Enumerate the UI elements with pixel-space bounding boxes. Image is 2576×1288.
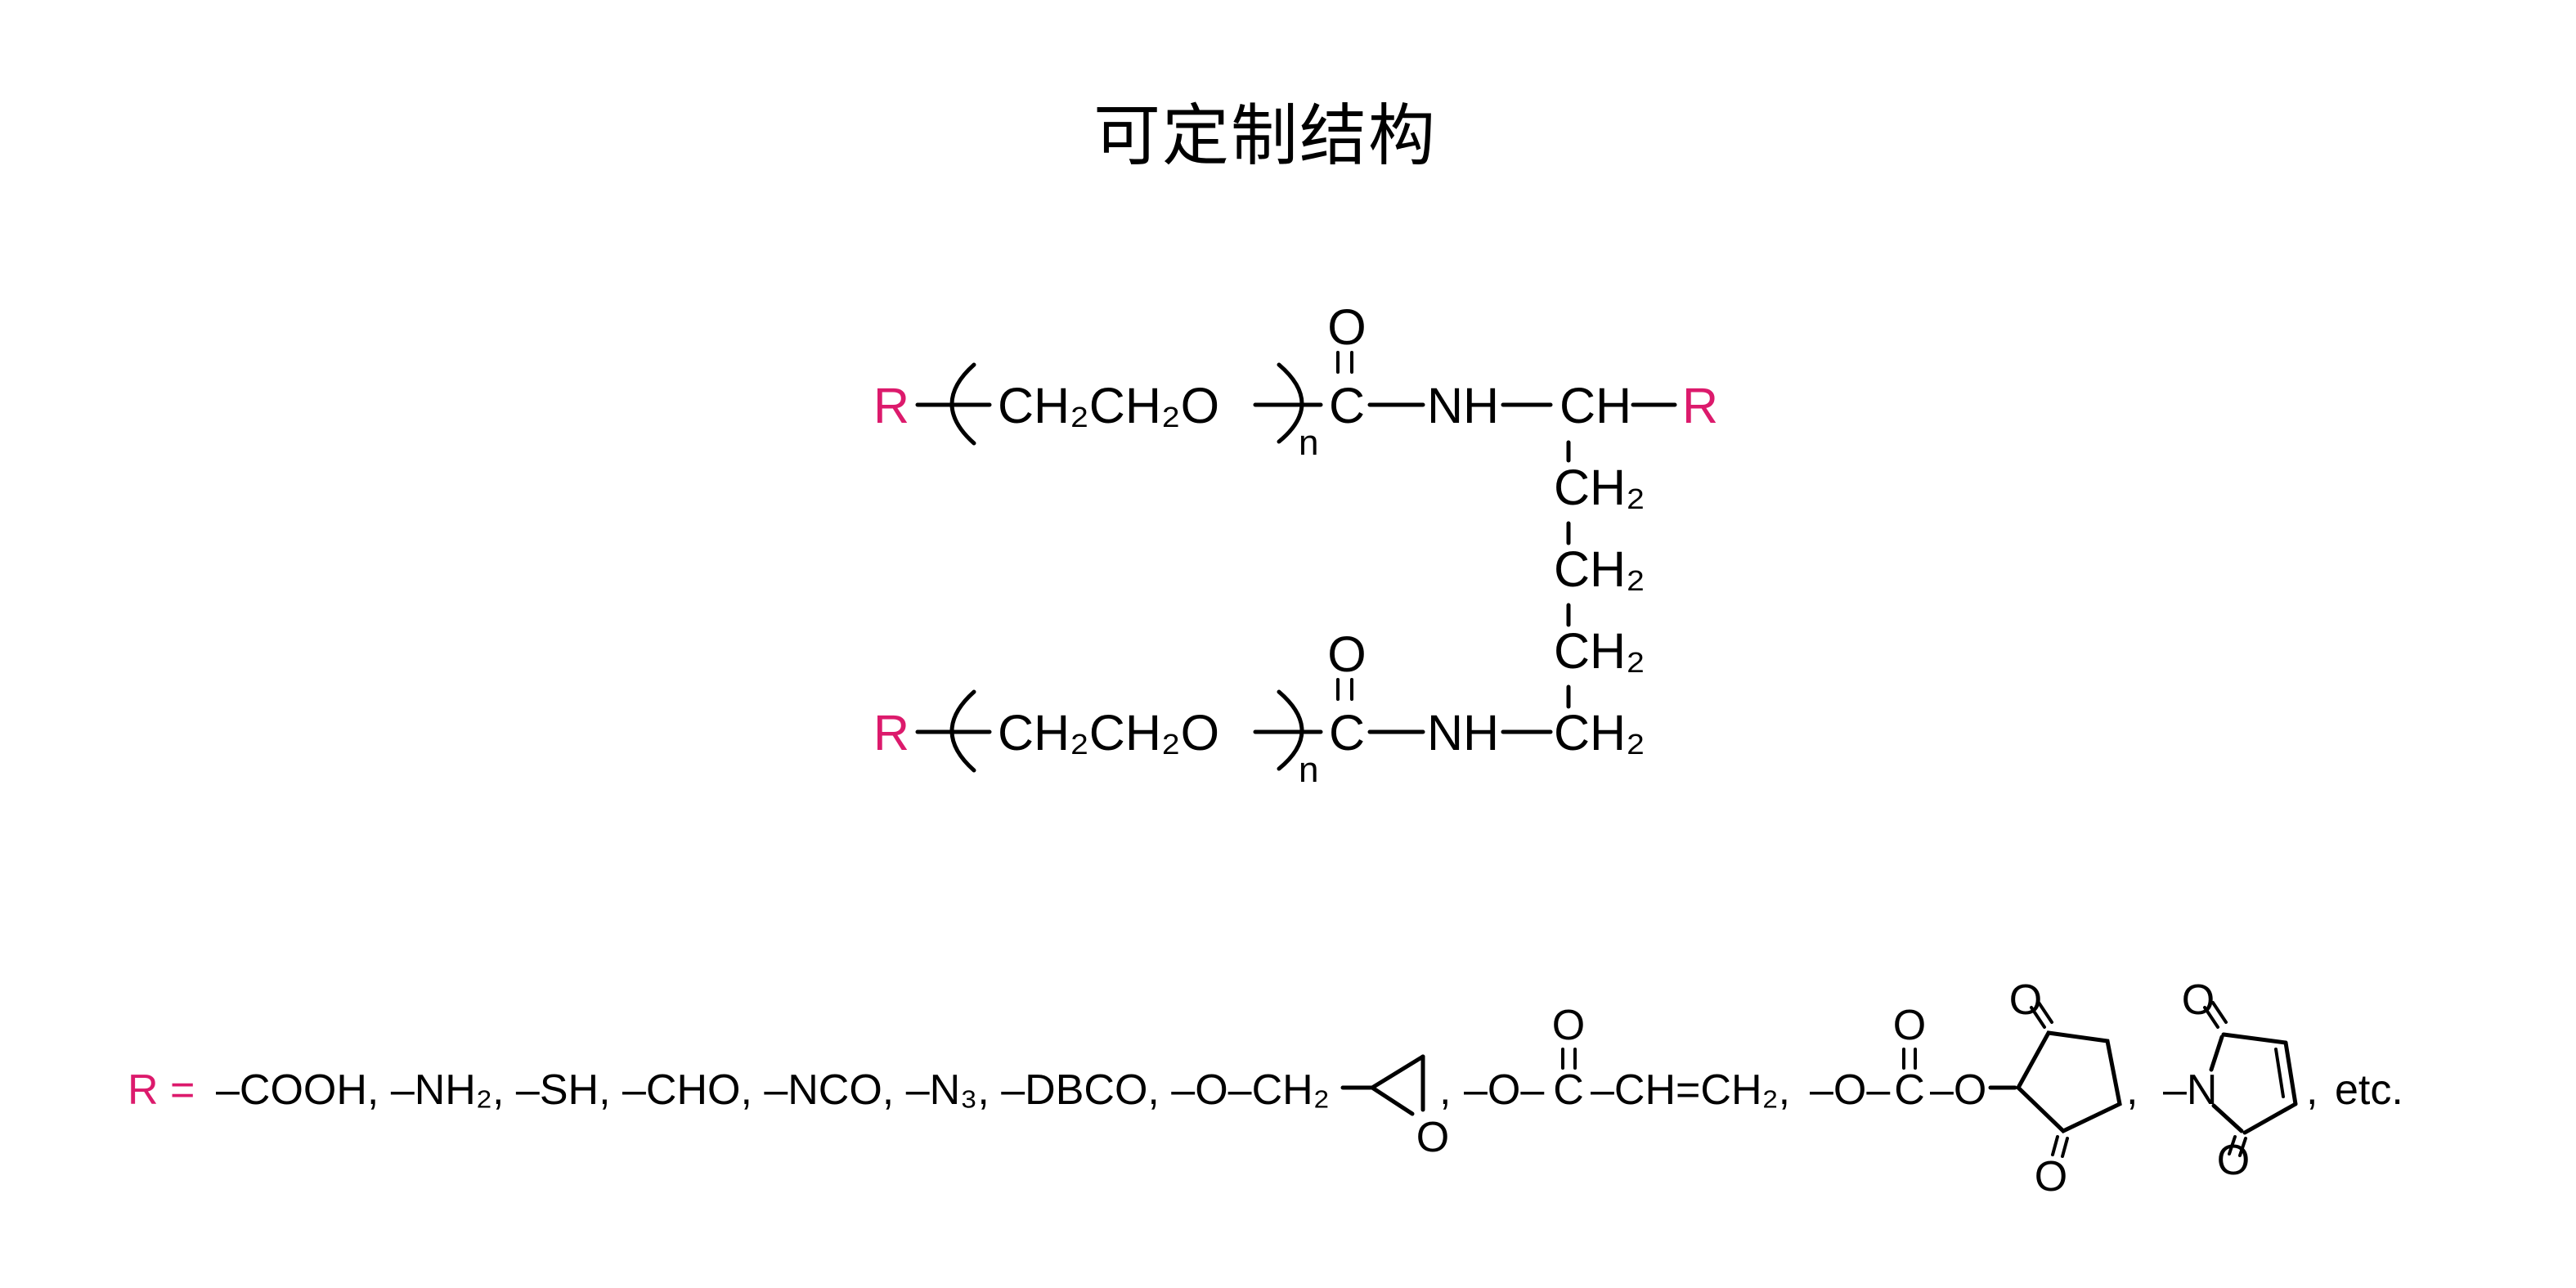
carbonyl-oxygen: O bbox=[1893, 1002, 1926, 1049]
linker-ch2: CH₂ bbox=[1554, 460, 1645, 515]
maleimide-ring: O O bbox=[2182, 976, 2298, 1184]
r-groups-text-2: –O– bbox=[1464, 1066, 1544, 1114]
repeat-bracket-left bbox=[949, 689, 976, 773]
repeat-subscript-n: n bbox=[1299, 750, 1318, 790]
double-bond-tick bbox=[2203, 1006, 2219, 1029]
r-equals-label: R = bbox=[128, 1066, 195, 1114]
r-group-right-top: R bbox=[1682, 378, 1718, 433]
peg-repeat-unit: CH₂CH₂O bbox=[998, 705, 1219, 761]
r-groups-text-5: –O bbox=[1930, 1066, 1986, 1114]
carbonyl-oxygen: O bbox=[1327, 299, 1366, 355]
top-arm: R CH₂CH₂O n C O NH CH R bbox=[873, 299, 1718, 463]
acrylate-carbonyl: C O bbox=[1552, 1002, 1585, 1114]
page-title: 可定制结构 bbox=[1093, 99, 1438, 173]
carbonate-carbonyl: C O bbox=[1893, 1002, 1926, 1114]
bottom-arm: R CH₂CH₂O n C O NH CH₂ bbox=[873, 626, 1645, 790]
r-group-left-top: R bbox=[873, 378, 909, 433]
linker-ch2: CH₂ bbox=[1554, 541, 1645, 597]
amide-nh: NH bbox=[1427, 378, 1499, 433]
carbonyl-carbon: C bbox=[1894, 1066, 1925, 1114]
linker-ch2: CH₂ bbox=[1554, 623, 1645, 679]
r-groups-text-3: –CH=CH₂, bbox=[1591, 1066, 1790, 1114]
side-chain-linker: CH₂ CH₂ CH₂ bbox=[1554, 460, 1645, 709]
r-definition-line: R = –COOH, –NH₂, –SH, –CHO, –NCO, –N₃, –… bbox=[128, 976, 2403, 1200]
double-bond-tick bbox=[2228, 1135, 2237, 1156]
epoxide-oxygen: O bbox=[1416, 1114, 1449, 1161]
double-bond-tick bbox=[2238, 1137, 2247, 1157]
etc-label: etc. bbox=[2335, 1066, 2403, 1114]
ring-edge bbox=[2283, 1040, 2298, 1106]
amide-nh: NH bbox=[1427, 705, 1499, 761]
r-groups-text-4: –O– bbox=[1810, 1066, 1890, 1114]
comma: , bbox=[1439, 1066, 1451, 1114]
carbonyl-carbon: C bbox=[1329, 378, 1365, 433]
peg-repeat-unit: CH₂CH₂O bbox=[998, 378, 1219, 433]
repeat-bracket-left bbox=[949, 362, 976, 446]
ring-outline bbox=[2015, 1030, 2122, 1134]
ring-double-bond-inner bbox=[2274, 1048, 2285, 1098]
carbonyl-oxygen: O bbox=[1552, 1002, 1585, 1049]
succinimide-ring: O O bbox=[2009, 976, 2122, 1200]
repeat-subscript-n: n bbox=[1299, 423, 1318, 463]
double-bond-tick bbox=[2211, 1001, 2228, 1024]
ring-edge bbox=[1370, 1085, 1415, 1116]
carbonyl-oxygen: O bbox=[1327, 626, 1366, 682]
double-bond-tick bbox=[2051, 1135, 2059, 1156]
ring-edge bbox=[2242, 1102, 2298, 1135]
ring-oxygen-bottom: O bbox=[2035, 1153, 2067, 1200]
double-bond-tick bbox=[2061, 1137, 2069, 1158]
r-groups-text-1: –COOH, –NH₂, –SH, –CHO, –NCO, –N₃, –DBCO… bbox=[216, 1066, 1330, 1114]
methylene-ch2: CH₂ bbox=[1554, 705, 1645, 761]
comma: , bbox=[2126, 1066, 2138, 1114]
r-group-left-bottom: R bbox=[873, 705, 909, 761]
ring-edge bbox=[2211, 1103, 2244, 1133]
double-bond-tick bbox=[2030, 1006, 2046, 1029]
ring-edge bbox=[2209, 1034, 2224, 1072]
comma: , bbox=[2306, 1066, 2318, 1114]
double-bond-tick bbox=[2037, 1001, 2053, 1024]
ring-edge bbox=[2221, 1032, 2288, 1045]
ring-edge bbox=[1370, 1054, 1425, 1090]
methine-ch: CH bbox=[1560, 378, 1631, 433]
epoxide-ring: O bbox=[1340, 1054, 1449, 1161]
carbonyl-carbon: C bbox=[1553, 1066, 1584, 1114]
r-groups-text-6: –N bbox=[2163, 1066, 2217, 1114]
carbonyl-carbon: C bbox=[1329, 705, 1365, 761]
